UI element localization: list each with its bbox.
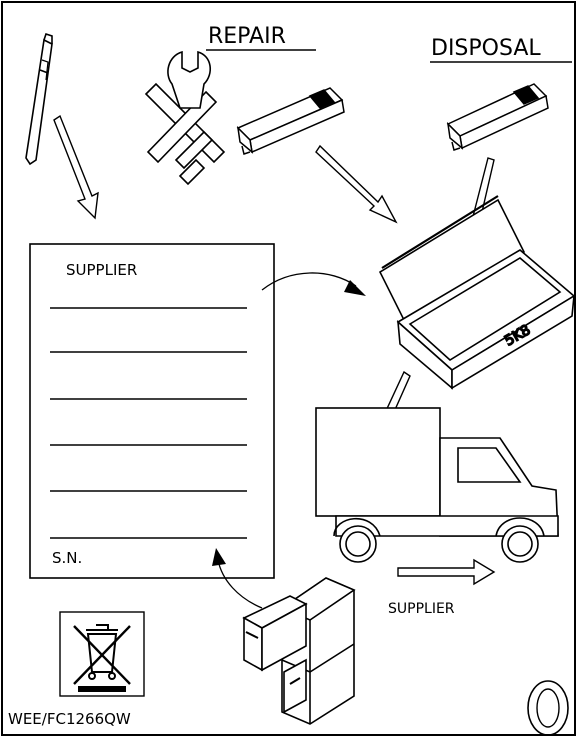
tube-device-icon-disposal: [446, 83, 549, 151]
revision-mark: 0: [527, 680, 569, 736]
open-box-icon: 5K8: [378, 195, 576, 390]
delivery-truck-icon: [315, 407, 559, 563]
document-code: WEE/FC1266QW: [8, 710, 131, 728]
arrow-cabinet-to-form: [212, 548, 263, 609]
wrench-screwdriver-icon: [144, 50, 226, 186]
arrow-device-to-box: [315, 144, 398, 224]
supplier-form: SUPPLIER S.N.: [29, 243, 275, 579]
svg-text:DISPOSAL: DISPOSAL: [431, 36, 541, 61]
tube-device-icon: [236, 87, 345, 155]
truck-supplier-caption: SUPPLIER: [388, 601, 455, 617]
form-supplier-label: SUPPLIER: [66, 261, 137, 279]
disposal-heading: DISPOSAL: [430, 36, 572, 63]
crossed-out-bin-icon: [59, 611, 145, 697]
pen-icon: [25, 32, 53, 166]
repair-heading: REPAIR: [206, 24, 316, 51]
svg-text:0: 0: [548, 715, 549, 717]
arrow-pen-to-form: [53, 114, 99, 220]
svg-text:REPAIR: REPAIR: [208, 24, 286, 49]
arrow-form-to-box: [261, 272, 366, 296]
form-serial-label: S.N.: [52, 549, 82, 567]
arrow-to-supplier: [397, 558, 496, 586]
filing-cabinet-icon: [242, 577, 356, 725]
